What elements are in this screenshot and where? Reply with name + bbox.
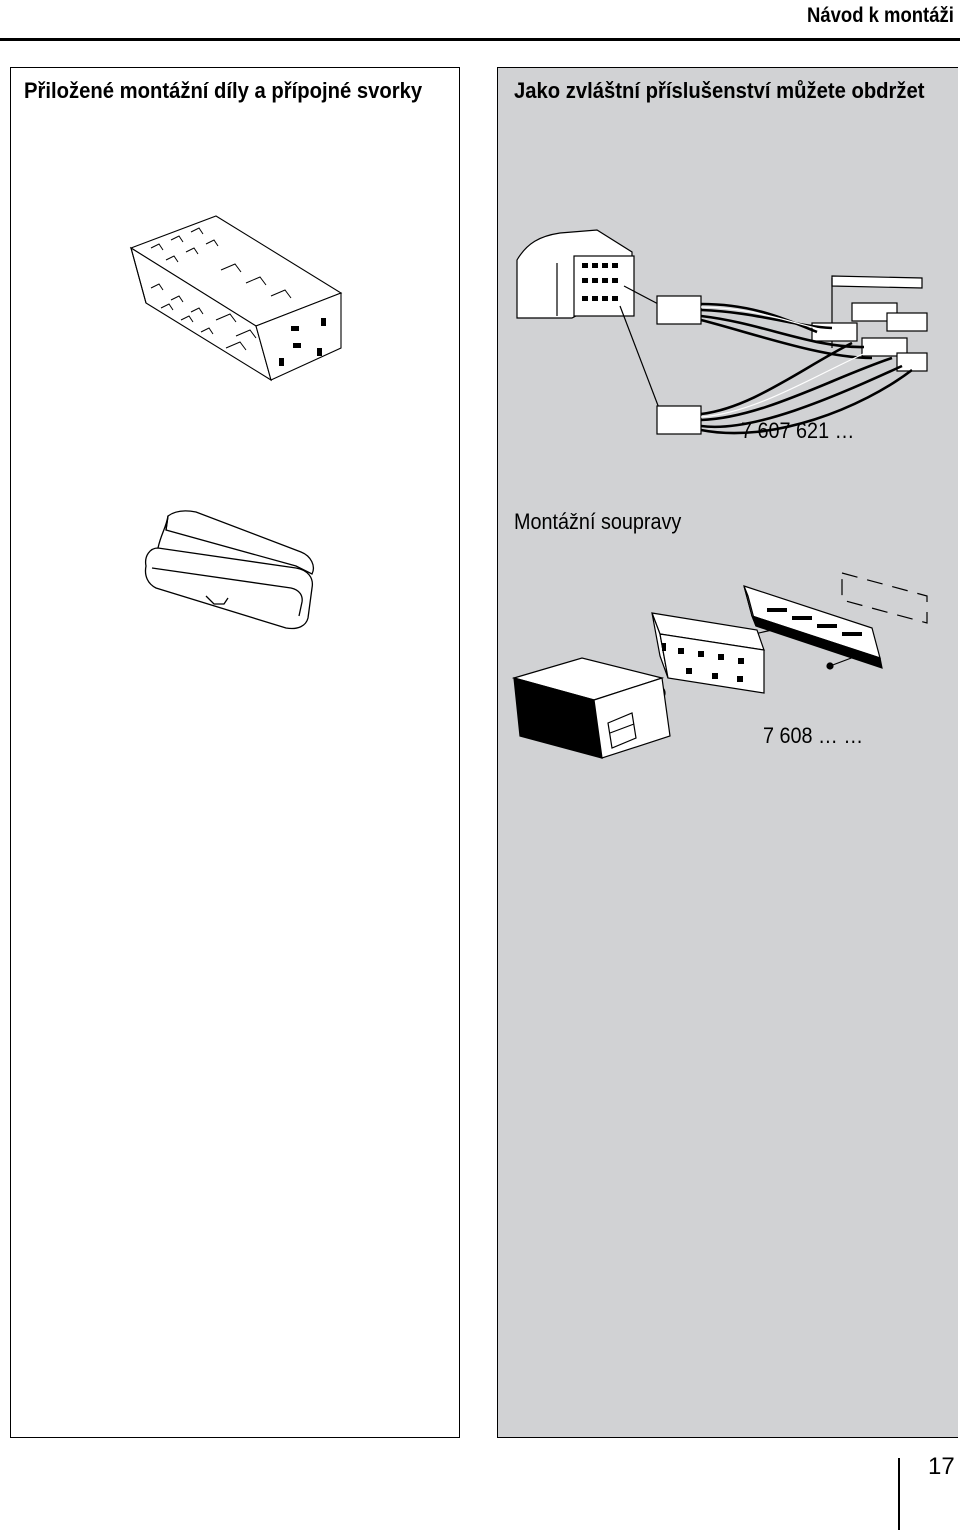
optional-accessories-panel: Jako zvláštní příslušenství můžete obdrž… [497,67,958,1438]
mounting-frame-illustration [129,215,343,382]
page-header-title: Návod k montáži [807,4,954,27]
radio-case-illustration [144,510,315,630]
header-rule [0,38,960,41]
adapter-cable-code: 7 607 621 … [741,418,855,443]
mounting-kits-label: Montážní soupravy [514,509,682,534]
page-number: 17 [928,1453,955,1480]
page-number-rule [898,1458,900,1530]
supplied-parts-panel: Přiložené montážní díly a přípojné svork… [10,67,460,1438]
supplied-parts-heading: Přiložené montážní díly a přípojné svork… [24,78,423,103]
mounting-kit-illustration [512,572,928,759]
adapter-cable-illustration [516,229,928,435]
mounting-kit-code: 7 608 … … [763,723,864,748]
optional-accessories-heading: Jako zvláštní příslušenství můžete obdrž… [514,78,925,103]
